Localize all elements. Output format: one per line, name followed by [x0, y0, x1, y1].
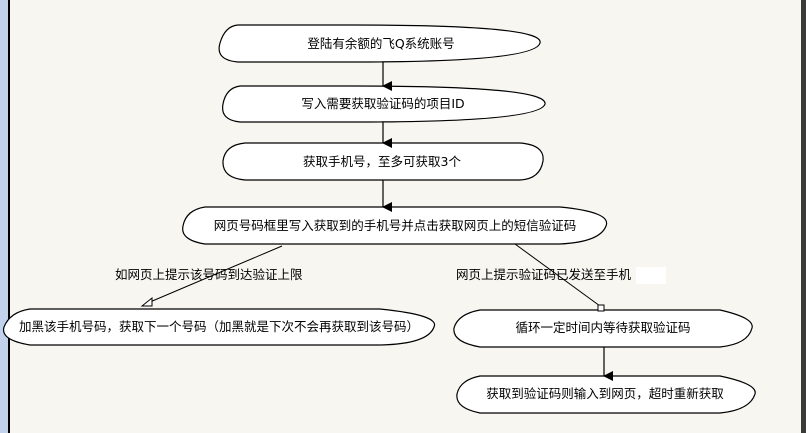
- node-n2-label: 写入需要获取验证码的项目ID: [301, 95, 465, 111]
- right-border: [801, 0, 806, 433]
- node-n6-shape[interactable]: [453, 309, 753, 348]
- node-n5-shape[interactable]: [2, 308, 436, 346]
- node-n3-label: 获取手机号，至多可获取3个: [303, 153, 461, 169]
- label-highlight: [636, 267, 666, 284]
- edge-label-limit: 如网页上提示该号码到达验证上限: [115, 267, 303, 282]
- node-n4-shape[interactable]: [182, 206, 608, 245]
- left-rail: [0, 0, 8, 433]
- connector-square-icon: [597, 304, 605, 312]
- node-n1-shape[interactable]: [218, 24, 541, 63]
- node-n3-shape[interactable]: [222, 142, 544, 181]
- node-n2-shape[interactable]: [222, 85, 546, 123]
- node-n6-label: 循环一定时间内等待获取验证码: [515, 319, 691, 335]
- node-n5-label: 加黑该手机号码，获取下一个号码（加黑就是下次不会再获取到该号码）: [18, 318, 420, 334]
- node-n4-label: 网页号码框里写入获取到的手机号并点击获取网页上的短信验证码: [213, 217, 577, 233]
- node-n7-shape[interactable]: [456, 375, 756, 414]
- left-border: [8, 0, 10, 433]
- edge-label-sent: 网页上提示验证码已发送至手机: [456, 267, 632, 282]
- edge-n4-n6: [514, 243, 601, 307]
- edge-n4-n5: [149, 245, 283, 303]
- node-n7-label: 获取到验证码则输入到网页，超时重新获取: [486, 385, 724, 401]
- node-n1-label: 登陆有余额的飞Q系统账号: [307, 35, 455, 51]
- hollow-arrowhead-icon: [140, 296, 153, 307]
